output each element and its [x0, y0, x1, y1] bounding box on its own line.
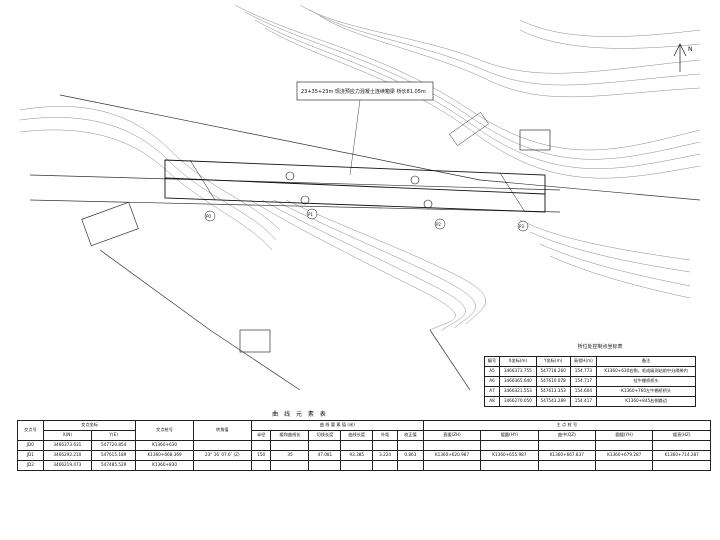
building [81, 201, 139, 247]
pier-label-p1: P1 [308, 212, 313, 217]
pier-column [410, 175, 420, 185]
table-row: A6 3466365.640 547610.078 154.717 挂牛棚桥桥头 [484, 376, 696, 387]
hatched-area [449, 112, 489, 146]
bridge-plan-drawing [19, 4, 701, 391]
bridge-outline [164, 159, 546, 213]
column-header: Y坐标(m) [535, 356, 571, 367]
column-header: X坐标(m) [498, 356, 537, 367]
column-header: 曲 线 要 素 值 (米) [250, 420, 424, 431]
contour-line [529, 231, 691, 273]
pier-column [285, 171, 295, 181]
contour-line [299, 4, 701, 74]
column-header: 备注 [596, 356, 696, 367]
contour-line [261, 199, 466, 331]
column-header: 交点坐标 [42, 420, 137, 431]
column-header: 高程H(m) [569, 356, 598, 367]
table-row: A7 3466321.553 547613.353 154.604 K1360+… [484, 386, 696, 397]
table-header-row: 交点号 交点坐标 交点桩号 转角值 曲 线 要 素 值 (米) 主 点 桩 号 [17, 420, 712, 441]
building [239, 329, 271, 353]
contour-line [309, 9, 701, 86]
north-arrow [673, 43, 687, 72]
contour-line [234, 4, 701, 151]
contour-line [549, 255, 691, 299]
bridge-label-box [296, 81, 434, 101]
contour-line [19, 129, 273, 251]
road-edge [59, 94, 701, 201]
column-header: 交点号 [17, 420, 44, 441]
contour-line [285, 199, 486, 325]
table-row: JD0 3466373.631 547720.854 K1360+630 [17, 440, 711, 451]
table-header-row: X(N) Y(E) 半径 缓和曲线长 切线长度 曲线长度 外距 校正值 直缓(Z… [18, 430, 711, 441]
pier-label-p0: P0 [206, 214, 211, 219]
control-point-table: 编号 X坐标(m) Y坐标(m) 高程H(m) 备注 A5 3466373.75… [484, 356, 696, 407]
table-row: JD1 3466292.210 547615.189 K1360+668.369… [17, 450, 711, 461]
table-row: A5 3466373.755 547718.260 154.773 K1360+… [484, 366, 696, 377]
control-table-title: 桥位处控制点坐标表 [577, 344, 623, 350]
road-edge [429, 329, 471, 391]
north-label: N [688, 46, 693, 53]
contour-line [19, 106, 281, 231]
contour-line [319, 15, 701, 98]
table-header-row: 编号 X坐标(m) Y坐标(m) 高程H(m) 备注 [484, 356, 696, 367]
contour-line [244, 11, 701, 160]
contour-line [273, 199, 476, 329]
bridge-title-label: 23+35+23m 现浇预应力混凝土连续箱梁 桥长81.05m [301, 89, 426, 95]
curve-element-table: 交点号 交点坐标 交点桩号 转角值 曲 线 要 素 值 (米) 主 点 桩 号 … [17, 420, 712, 471]
column-header: 转角值 [192, 420, 252, 441]
contour-line [249, 199, 456, 331]
contour-line [264, 27, 701, 179]
column-header: 交点桩号 [135, 420, 194, 441]
road-edge [29, 174, 561, 191]
pier-label-p2: P2 [436, 222, 441, 227]
building [519, 129, 551, 151]
table-row: A8 3466270.050 547543.289 154.417 K1360+… [484, 396, 696, 407]
table-row: JD2 3466219.473 547485.529 K1360+830 [17, 460, 711, 471]
contour-line [519, 219, 691, 261]
road-edge [29, 199, 561, 213]
contour-line [254, 19, 701, 169]
column-header: 编号 [484, 356, 500, 367]
pier-column [300, 195, 310, 205]
contour-line [539, 243, 691, 287]
contour-line [519, 19, 701, 37]
curve-table-title: 曲 线 元 素 表 [272, 411, 328, 418]
contour-line [519, 29, 701, 49]
pier-label-p3: P3 [519, 224, 524, 229]
pier-column [423, 199, 433, 209]
road-edge [99, 249, 301, 391]
column-header: 主 点 桩 号 [422, 420, 712, 431]
